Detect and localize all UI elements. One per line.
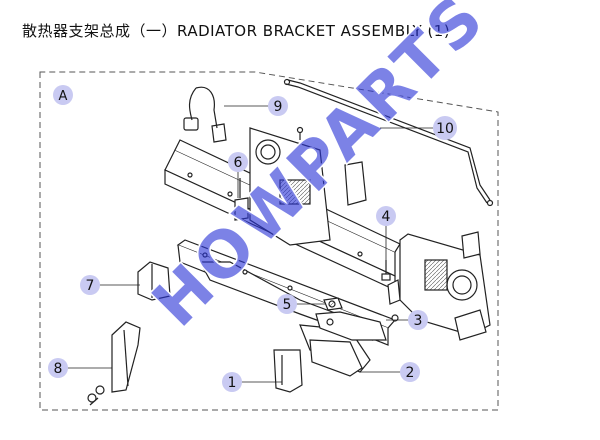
lower-center-bracket-part	[273, 349, 303, 393]
callout-1: 1	[222, 372, 282, 392]
svg-text:5: 5	[283, 297, 292, 313]
section-badge: A	[53, 85, 73, 105]
page-title: 散热器支架总成（一）RADIATOR BRACKET ASSEMBLY (1)	[22, 22, 451, 40]
callout-8: 8	[48, 358, 112, 378]
callout-10: 10	[380, 116, 457, 140]
callout-5: 5	[277, 294, 326, 314]
svg-text:A: A	[59, 89, 68, 104]
upper-rod-part	[283, 78, 494, 207]
callout-4: 4	[376, 206, 396, 260]
small-bracket-part	[323, 297, 343, 311]
svg-text:2: 2	[406, 365, 415, 381]
callout-7: 7	[80, 275, 140, 295]
lower-right-bracket-part	[315, 311, 399, 341]
left-upper-bracket-part	[137, 261, 171, 301]
svg-text:4: 4	[382, 209, 391, 225]
clip-bracket-part	[234, 178, 249, 221]
svg-text:7: 7	[86, 278, 95, 294]
hood-sensor-part	[183, 86, 227, 143]
bolt-part	[381, 260, 401, 305]
callout-3: 3	[386, 310, 428, 330]
svg-text:9: 9	[274, 99, 283, 115]
lower-right-section-part	[309, 339, 363, 377]
svg-text:3: 3	[414, 313, 423, 329]
assembly-boundary	[39, 71, 499, 411]
svg-text:10: 10	[436, 121, 454, 137]
callout-6: 6	[228, 152, 248, 198]
left-vertical-bracket-part	[87, 321, 141, 406]
left-support-panel	[249, 126, 367, 246]
callout-2: 2	[360, 362, 420, 382]
callout-9: 9	[224, 96, 288, 116]
right-support-panel	[399, 231, 491, 341]
svg-text:6: 6	[234, 155, 243, 171]
svg-text:8: 8	[54, 361, 63, 377]
svg-text:1: 1	[228, 375, 237, 391]
